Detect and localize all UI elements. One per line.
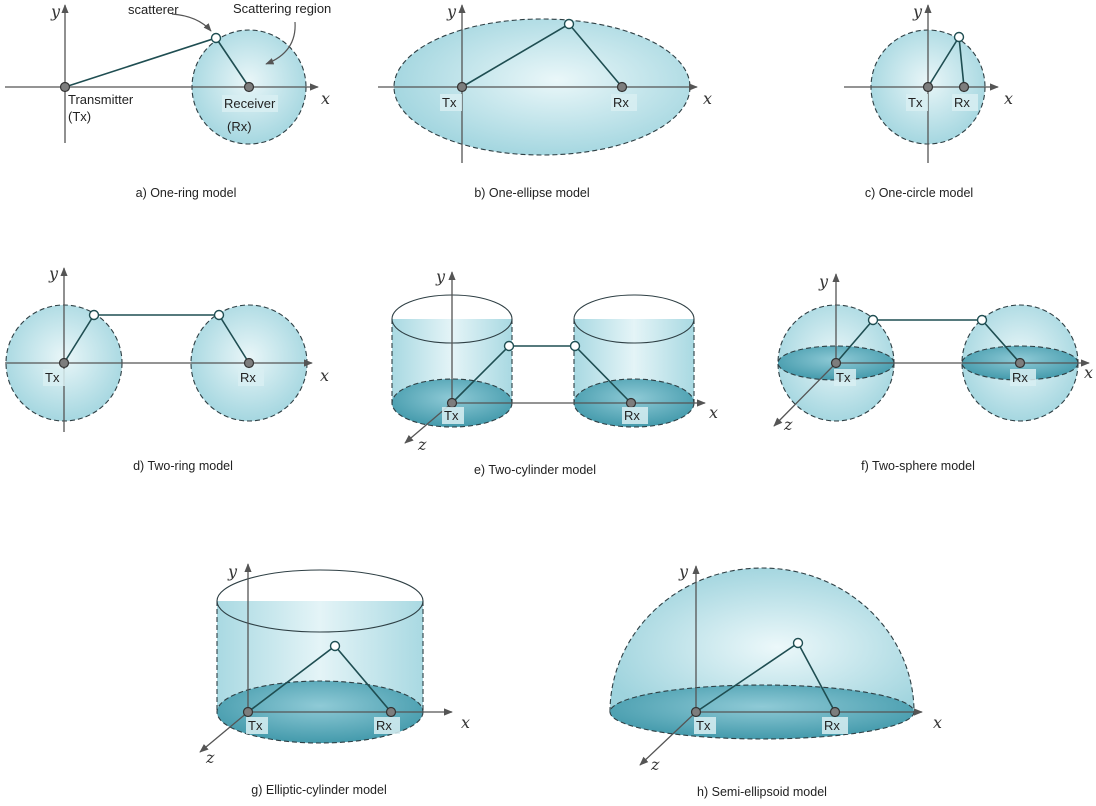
panel-two-ring: x y Tx Rx d) Two-ring model [5,264,329,473]
transmitter-node [446,397,458,409]
x-axis-label: x [1084,363,1093,382]
tx-label: Tx [444,408,459,423]
scatterer-label: scatterer [128,2,179,17]
scatterer-node [792,637,804,649]
scatterer-node [210,32,222,44]
z-axis [773,362,837,427]
tx-label: Tx [908,95,923,110]
scatterer-node-rx [213,309,225,321]
scatterer-node-tx [503,340,515,352]
caption-h: h) Semi-ellipsoid model [697,785,827,799]
z-axis [639,711,697,766]
caption-b: b) One-ellipse model [474,186,589,200]
panel-two-sphere: x y z Tx Rx f) Two-sphere model [773,272,1093,473]
panel-elliptic-cylinder: x y z Tx Rx g) Elliptic-cylinder model [199,562,470,797]
x-axis-label: x [320,366,329,385]
caption-d: d) Two-ring model [133,459,233,473]
receiver-node [829,706,841,718]
y-axis-label: y [678,562,689,581]
rx-label: Rx [613,95,629,110]
receiver-node [958,81,970,93]
tx-label: Tx [442,95,457,110]
y-axis-label: y [48,264,59,283]
tx-label: Tx [248,718,263,733]
receiver-node [625,397,637,409]
z-axis-label: z [783,415,793,434]
transmitter-node [690,706,702,718]
scattering-region-label: Scattering region [233,1,331,16]
scatterer-node [953,31,965,43]
panel-one-ellipse: x y Tx Rx b) One-ellipse model [378,2,712,200]
z-axis [199,711,249,753]
transmitter-node [922,81,934,93]
scatterer-pointer-arrow [171,13,212,32]
y-axis-label: y [227,562,238,581]
x-axis-label: x [703,89,712,108]
rx-label: Rx [954,95,970,110]
scatterer-node [329,640,341,652]
x-axis-label: x [933,713,942,732]
scatterer-node-rx [569,340,581,352]
transmitter-node [59,81,71,93]
caption-a: a) One-ring model [136,186,237,200]
z-axis-label: z [650,755,660,774]
panel-two-cylinder: x y z Tx Rx e) Two-cylinder model [391,267,718,477]
receiver-node [243,81,255,93]
receiver-abbr-label: (Rx) [227,119,252,134]
transmitter-node [242,706,254,718]
y-axis-label: y [912,2,923,21]
panel-one-circle: x y Tx Rx c) One-circle model [844,2,1013,200]
region-pointer-arrow [265,21,296,65]
rx-label: Rx [624,408,640,423]
tx-label: Tx [836,370,851,385]
x-axis-label: x [709,403,718,422]
tx-label: Tx [696,718,711,733]
receiver-node [1014,357,1026,369]
receiver-node [385,706,397,718]
receiver-node [616,81,628,93]
scatterer-node [563,18,575,30]
y-axis-label: y [435,267,446,286]
x-axis-label: x [461,713,470,732]
y-axis-label: y [50,2,61,21]
scatterer-node-rx [976,314,988,326]
transmitter-node [58,357,70,369]
x-axis-label: x [1004,89,1013,108]
semi-ellipsoid-dome [609,567,915,713]
propagation-path [835,319,1021,364]
z-axis-label: z [417,435,427,454]
transmitter-abbr-label: (Tx) [68,109,91,124]
scatterer-node-tx [88,309,100,321]
transmitter-node [456,81,468,93]
transmitter-node [830,357,842,369]
panel-one-ring: x y scatterer Scattering region Transmit… [5,1,331,200]
receiver-label: Receiver [224,96,276,111]
rx-label: Rx [824,718,840,733]
y-axis-label: y [818,272,829,291]
y-axis-label: y [446,2,457,21]
propagation-path [451,345,632,404]
rx-label: Rx [1012,370,1028,385]
caption-c: c) One-circle model [865,186,973,200]
caption-f: f) Two-sphere model [861,459,975,473]
scatterer-node-tx [867,314,879,326]
rx-label: Rx [240,370,256,385]
transmitter-label: Transmitter [68,92,134,107]
caption-g: g) Elliptic-cylinder model [251,783,386,797]
tx-label: Tx [45,370,60,385]
x-axis-label: x [321,89,330,108]
receiver-node [243,357,255,369]
panel-semi-ellipsoid: x y z Tx Rx h) Semi-ellipsoid model [609,562,942,799]
z-axis-label: z [205,748,215,767]
propagation-path [63,314,250,364]
rx-label: Rx [376,718,392,733]
caption-e: e) Two-cylinder model [474,463,596,477]
